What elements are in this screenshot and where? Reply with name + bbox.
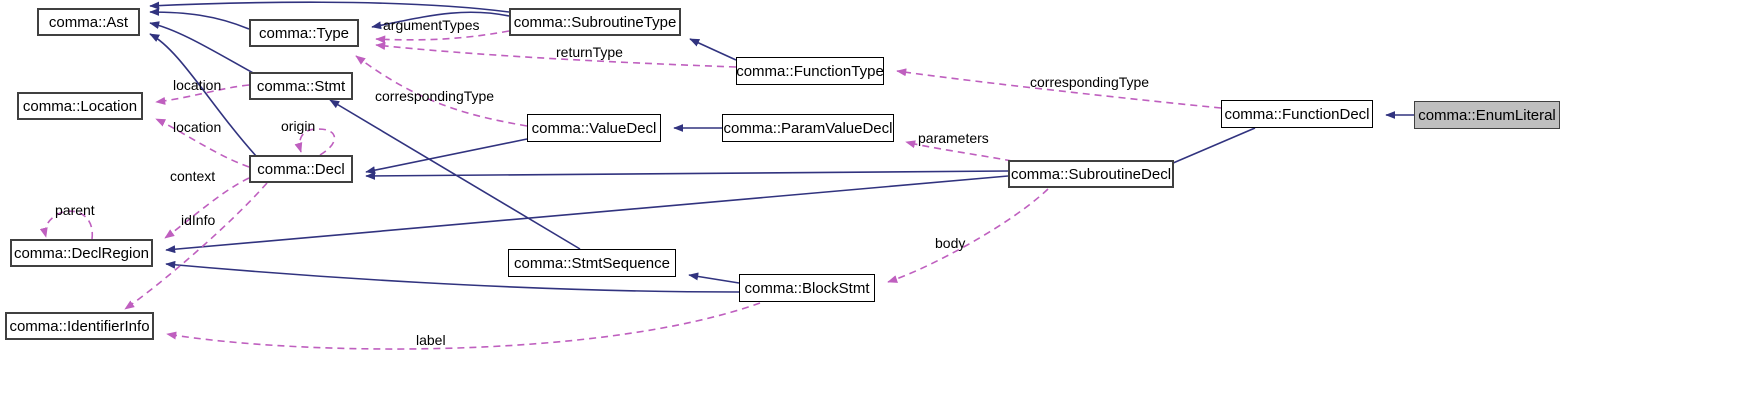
edge-idinfo <box>124 182 268 310</box>
class-node-label: comma::FunctionDecl <box>1224 105 1370 123</box>
edge-correspondingtype-valuedecl <box>355 55 528 127</box>
class-node-label: comma::SubroutineType <box>513 13 677 31</box>
edge-context <box>164 177 250 239</box>
usage-edges <box>39 30 1222 350</box>
edge-label-body: body <box>935 235 966 251</box>
edge-parent <box>39 210 93 240</box>
edge-label-correspondingtype: correspondingType <box>375 88 495 104</box>
class-node-stmtsequence[interactable]: comma::StmtSequence <box>508 249 676 277</box>
edge-subroutinetype-type <box>371 11 510 30</box>
edge-functiontype-subroutinetype <box>689 38 737 61</box>
class-node-label: comma::Location <box>22 97 138 115</box>
edge-subroutinetype-ast <box>149 1 510 13</box>
edge-decl-ast <box>149 33 258 158</box>
edge-location-stmt <box>155 84 250 105</box>
edge-label-argumenttypes: argumentTypes <box>383 17 480 33</box>
class-node-label: comma::Decl <box>257 160 345 178</box>
edge-label-context: context <box>170 168 216 184</box>
class-node-valuedecl[interactable]: comma::ValueDecl <box>527 114 661 142</box>
edge-parameters <box>905 140 1013 162</box>
edge-label-returntype: returnType <box>556 44 623 60</box>
edge-label-location: location <box>173 119 222 135</box>
edge-label-idinfo: idInfo <box>181 212 216 228</box>
edge-type-ast <box>149 8 250 30</box>
class-node-functiontype[interactable]: comma::FunctionType <box>736 57 884 85</box>
class-node-decl[interactable]: comma::Decl <box>249 155 353 183</box>
class-node-stmt[interactable]: comma::Stmt <box>249 72 353 100</box>
class-node-label: comma::EnumLiteral <box>1418 106 1556 124</box>
inheritance-edges <box>149 1 1414 293</box>
edge-argumenttypes <box>375 30 510 44</box>
edge-label <box>166 302 761 350</box>
edge-origin <box>294 128 336 156</box>
edge-label-correspondingtype: correspondingType <box>1030 74 1150 90</box>
class-node-ast[interactable]: comma::Ast <box>37 8 140 36</box>
class-node-label: comma::DeclRegion <box>13 244 150 262</box>
class-node-label: comma::IdentifierInfo <box>9 317 150 335</box>
class-node-type[interactable]: comma::Type <box>249 19 359 47</box>
class-node-declregion[interactable]: comma::DeclRegion <box>10 239 153 267</box>
edge-valuedecl-decl <box>365 138 528 175</box>
class-node-paramvaluedecl[interactable]: comma::ParamValueDecl <box>722 114 894 142</box>
edge-label-origin: origin <box>281 118 316 134</box>
class-node-functiondecl[interactable]: comma::FunctionDecl <box>1221 100 1373 128</box>
class-node-label: comma::FunctionType <box>736 62 884 80</box>
class-node-identifierinfo[interactable]: comma::IdentifierInfo <box>5 312 154 340</box>
edge-subroutinedecl-decl <box>365 170 1009 180</box>
edge-blockstmt-declregion <box>165 260 740 293</box>
edge-blockstmt-stmtsequence <box>688 272 740 284</box>
edge-label-parent: parent <box>55 202 95 218</box>
edge-label-label: label <box>416 332 446 348</box>
edge-returntype <box>375 41 737 68</box>
edge-stmtsequence-stmt <box>329 99 581 250</box>
edge-body <box>887 188 1049 283</box>
class-node-subroutinedecl[interactable]: comma::SubroutineDecl <box>1008 160 1174 188</box>
class-node-label: comma::Stmt <box>256 77 346 95</box>
edge-subroutinedecl-declregion <box>165 175 1009 254</box>
edge-correspondingtype-functiondecl <box>896 68 1222 109</box>
class-node-label: comma::Ast <box>48 13 129 31</box>
edge-stmt-ast <box>149 21 256 75</box>
class-node-label: comma::SubroutineDecl <box>1010 165 1172 183</box>
class-node-label: comma::Type <box>258 24 350 42</box>
class-node-location[interactable]: comma::Location <box>17 92 143 120</box>
class-node-label: comma::BlockStmt <box>744 279 870 297</box>
edge-label-location: location <box>173 77 222 93</box>
class-node-enumliteral[interactable]: comma::EnumLiteral <box>1414 101 1560 129</box>
class-node-blockstmt[interactable]: comma::BlockStmt <box>739 274 875 302</box>
edge-label-parameters: parameters <box>918 130 989 146</box>
class-node-subroutinetype[interactable]: comma::SubroutineType <box>509 8 681 36</box>
class-node-label: comma::ValueDecl <box>531 119 657 137</box>
class-node-label: comma::StmtSequence <box>514 254 670 272</box>
class-node-label: comma::ParamValueDecl <box>723 119 893 137</box>
